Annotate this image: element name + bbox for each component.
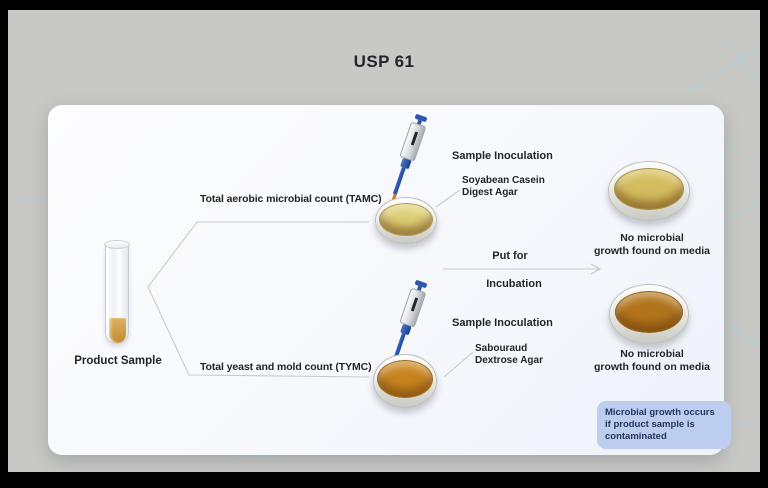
branch-line-tymc xyxy=(147,286,370,378)
petri-dish-tymc-icon xyxy=(373,354,437,408)
pointer-line-tamc-agar xyxy=(435,189,461,208)
petri-dish-tamc-icon xyxy=(375,197,437,244)
sample-inoculation-label-tymc: Sample Inoculation xyxy=(452,317,553,329)
dish-agar xyxy=(379,202,433,236)
tymc-label: Total yeast and mold count (TYMC) xyxy=(200,361,372,373)
background: USP 61 Product Sample Tota xyxy=(8,10,760,472)
petri-dish-tymc-result-icon xyxy=(609,284,689,344)
petri-dish-tamc-result-icon xyxy=(608,161,690,221)
test-tube-liquid xyxy=(108,318,126,343)
diagram-card: Product Sample Total aerobic microbial c… xyxy=(48,105,731,455)
test-tube-rim xyxy=(104,240,130,249)
agar-label-tamc: Soyabean Casein Digest Agar xyxy=(462,175,545,198)
tamc-label: Total aerobic microbial count (TAMC) xyxy=(200,193,382,205)
sample-inoculation-label-tamc: Sample Inoculation xyxy=(452,150,553,162)
pointer-line-tymc-agar xyxy=(443,351,474,378)
result-caption-tymc: No microbial growth found on media xyxy=(593,348,711,373)
incubation-label: Incubation xyxy=(486,278,542,290)
dish-agar xyxy=(613,168,685,211)
dish-agar xyxy=(377,360,433,399)
contamination-note: Microbial growth occurs if product sampl… xyxy=(597,401,731,449)
connector-lines xyxy=(147,189,602,378)
product-sample-label: Product Sample xyxy=(74,355,162,367)
page-title: USP 61 xyxy=(353,52,415,71)
branch-line-tamc xyxy=(147,221,369,288)
pipette-shaft xyxy=(392,167,406,195)
incubation-arrowhead-icon xyxy=(590,263,602,275)
put-for-label: Put for xyxy=(492,250,528,262)
dish-agar xyxy=(614,291,684,334)
test-tube-icon xyxy=(104,240,130,346)
result-caption-tamc: No microbial growth found on media xyxy=(593,232,711,257)
agar-label-tymc: Sabouraud Dextrose Agar xyxy=(475,343,543,366)
